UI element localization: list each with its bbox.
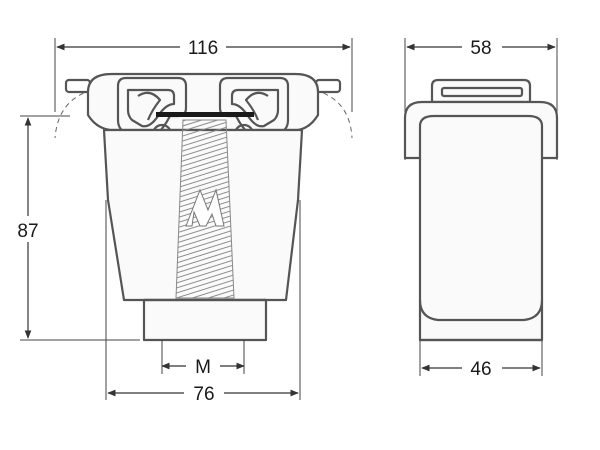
dimension-116: 116 xyxy=(54,36,353,112)
dimension-76: 76 xyxy=(105,200,301,405)
cable-entry xyxy=(142,298,268,342)
logo-mark xyxy=(185,188,225,227)
dimension-87: 87 xyxy=(10,115,140,341)
dimension-thread: M xyxy=(161,340,245,378)
side-body xyxy=(418,114,544,342)
lever-swing-arcs xyxy=(54,89,353,139)
dimension-label-58: 58 xyxy=(470,38,491,59)
dimension-46: 46 xyxy=(419,340,543,380)
hood-lid xyxy=(86,72,320,132)
dimension-label-87: 87 xyxy=(17,221,38,242)
dimension-58: 58 xyxy=(404,36,558,160)
front-view: 116 xyxy=(10,36,353,405)
locking-bar xyxy=(156,112,254,117)
dimension-label-116: 116 xyxy=(188,38,218,59)
side-view: 58 46 xyxy=(403,36,559,380)
dimension-label-46: 46 xyxy=(470,359,491,380)
dimension-label-76: 76 xyxy=(193,384,214,405)
side-lever xyxy=(430,78,532,104)
dimension-label-thread: M xyxy=(195,357,211,378)
